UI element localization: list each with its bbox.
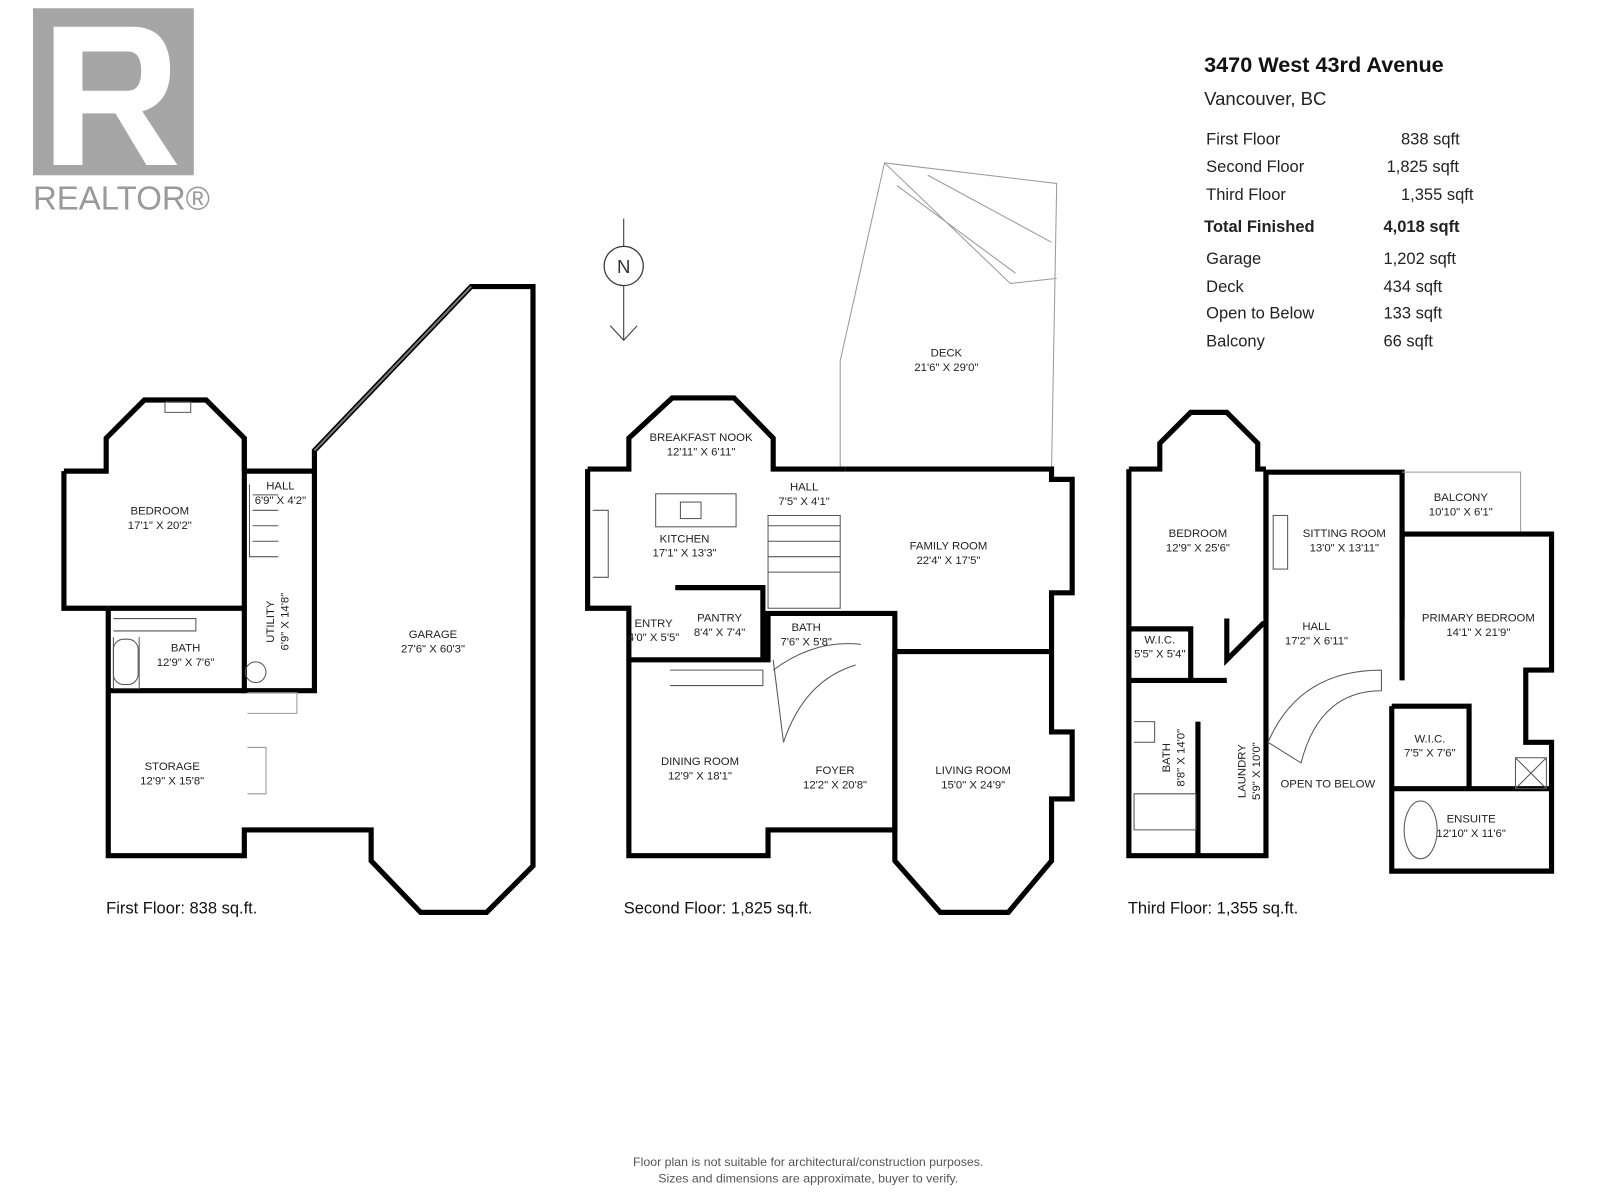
room-name: SITTING ROOM — [1303, 528, 1386, 540]
room-dims: 17'2" X 6'11" — [1285, 635, 1348, 647]
room-name: HALL — [266, 481, 294, 493]
room-dims: 8'8" X 14'0" — [1176, 729, 1188, 787]
area-value: 1,355 sqft — [1401, 186, 1474, 204]
room-name: BEDROOM — [131, 505, 190, 517]
disclaimer-line-1: Floor plan is not suitable for architect… — [633, 1155, 983, 1169]
room-dims: 14'1" X 21'9" — [1446, 627, 1510, 639]
room-name: BEDROOM — [1169, 528, 1228, 540]
room-name: PRIMARY BEDROOM — [1422, 613, 1535, 625]
area-label: First Floor — [1206, 130, 1281, 148]
area-value: 838 sqft — [1401, 130, 1460, 148]
realtor-logo: REALTOR® — [32, 8, 210, 216]
room-name: ENSUITE — [1447, 814, 1497, 826]
area-value: 1,825 sqft — [1387, 158, 1460, 176]
property-city: Vancouver, BC — [1204, 88, 1326, 109]
area-value: 1,202 sqft — [1384, 250, 1457, 268]
room-dims: 12'10" X 11'6" — [1436, 828, 1505, 840]
room-name: UTILITY — [265, 600, 277, 643]
area-value: 434 sqft — [1384, 278, 1443, 296]
disclaimer-line-2: Sizes and dimensions are approximate, bu… — [658, 1171, 958, 1185]
second-floor-plan: BREAKFAST NOOK 12'11" X 6'11" KITCHEN 17… — [585, 162, 1075, 917]
compass-label: N — [617, 256, 630, 277]
room-name: LAUNDRY — [1236, 744, 1248, 798]
room-dims: 27'6" X 60'3" — [401, 644, 465, 656]
room-name: DECK — [931, 348, 963, 360]
room-dims: 12'11" X 6'11" — [667, 447, 736, 459]
room-dims: 12'9" X 18'1" — [668, 770, 732, 782]
room-name: BREAKFAST NOOK — [650, 432, 753, 444]
area-label: Balcony — [1206, 332, 1265, 350]
room-name: BATH — [1161, 743, 1173, 772]
room-dims: 8'4" X 7'4" — [694, 627, 745, 639]
area-label: Third Floor — [1206, 186, 1286, 204]
area-value: 133 sqft — [1384, 305, 1443, 323]
floor-caption: Second Floor: 1,825 sq.ft. — [624, 899, 813, 917]
room-dims: 12'9" X 25'6" — [1166, 543, 1230, 555]
area-label: Garage — [1206, 250, 1261, 268]
room-name: HALL — [1302, 621, 1330, 633]
room-name: OPEN TO BELOW — [1281, 779, 1376, 791]
area-summary-table: First Floor 838 sqft Second Floor 1,825 … — [1204, 130, 1474, 350]
area-label: Second Floor — [1206, 158, 1305, 176]
room-dims: 22'4" X 17'5" — [916, 555, 980, 567]
room-dims: 10'10" X 6'1" — [1429, 506, 1493, 518]
room-name: FOYER — [816, 765, 855, 777]
realtor-wordmark: REALTOR® — [33, 179, 210, 216]
area-label: Deck — [1206, 278, 1244, 296]
property-address: 3470 West 43rd Avenue — [1204, 52, 1444, 77]
room-dims: 4'0" X 5'5" — [628, 632, 679, 644]
room-name: GARAGE — [409, 629, 458, 641]
room-name: STORAGE — [145, 761, 201, 773]
room-dims: 17'1" X 13'3" — [653, 548, 717, 560]
area-value-total: 4,018 sqft — [1384, 218, 1461, 236]
room-name: BATH — [171, 643, 200, 655]
room-dims: 5'5" X 5'4" — [1134, 649, 1185, 661]
room-dims: 15'0" X 24'9" — [941, 780, 1005, 792]
room-dims: 12'9" X 7'6" — [157, 657, 215, 669]
first-floor-plan: BEDROOM 17'1" X 20'2" HALL 6'9" X 4'2" U… — [61, 284, 536, 917]
third-floor-plan: BEDROOM 12'9" X 25'6" SITTING ROOM 13'0"… — [1126, 409, 1555, 917]
room-name: LIVING ROOM — [935, 765, 1011, 777]
room-dims: 21'6" X 29'0" — [914, 362, 978, 374]
room-dims: 13'0" X 13'11" — [1310, 543, 1379, 555]
room-dims: 7'5" X 7'6" — [1404, 748, 1455, 760]
room-dims: 17'1" X 20'2" — [128, 520, 192, 532]
floor-caption: First Floor: 838 sq.ft. — [106, 899, 257, 917]
room-name: BALCONY — [1434, 492, 1489, 504]
room-name: DINING ROOM — [661, 756, 739, 768]
room-name: BATH — [791, 622, 820, 634]
room-dims: 12'9" X 15'8" — [140, 776, 204, 788]
arrow-down-icon — [609, 325, 638, 341]
room-name: W.I.C. — [1144, 634, 1175, 646]
north-compass: N — [603, 218, 644, 341]
area-label-total: Total Finished — [1204, 218, 1315, 236]
area-value: 66 sqft — [1384, 332, 1434, 350]
room-name: PANTRY — [697, 613, 742, 625]
room-dims: 6'9" X 4'2" — [255, 495, 306, 507]
room-name: FAMILY ROOM — [910, 540, 988, 552]
floor-caption: Third Floor: 1,355 sq.ft. — [1128, 899, 1298, 917]
area-label: Open to Below — [1206, 305, 1314, 323]
room-name: ENTRY — [635, 618, 674, 630]
room-dims: 6'9" X 14'8" — [280, 593, 292, 651]
room-name: KITCHEN — [660, 533, 710, 545]
room-name: W.I.C. — [1414, 733, 1445, 745]
room-dims: 7'5" X 4'1" — [778, 496, 829, 508]
room-dims: 7'6" X 5'8" — [780, 636, 831, 648]
room-name: HALL — [790, 482, 818, 494]
room-dims: 5'9" X 10'0" — [1251, 742, 1263, 800]
room-dims: 12'2" X 20'8" — [803, 780, 867, 792]
